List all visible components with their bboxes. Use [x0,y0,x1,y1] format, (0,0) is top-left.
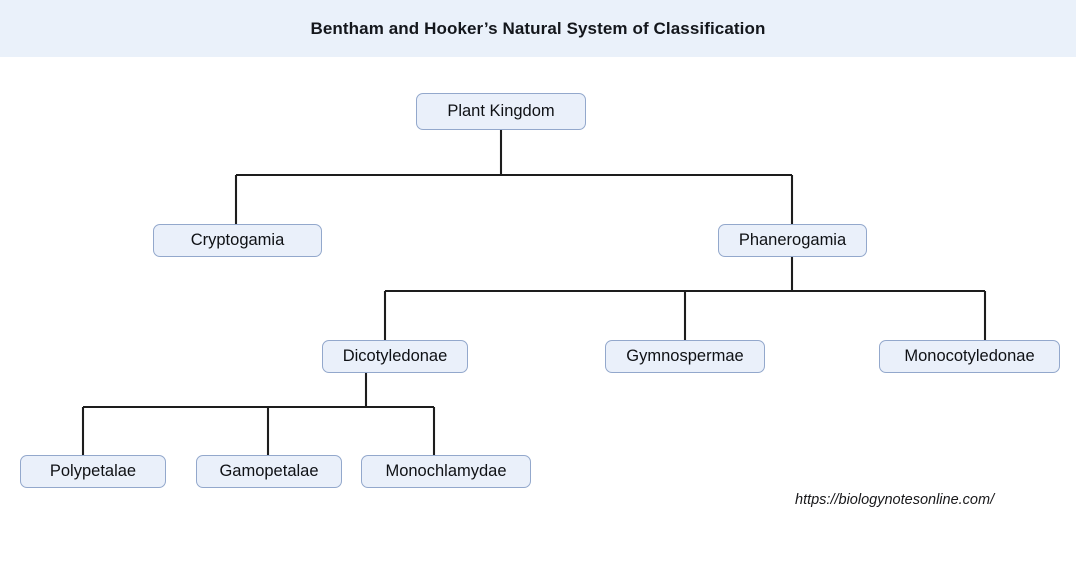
node-gymnospermae[interactable]: Gymnospermae [605,340,765,373]
page-title: Bentham and Hooker’s Natural System of C… [310,18,766,38]
node-gamopetalae[interactable]: Gamopetalae [196,455,342,488]
title-band [0,0,1076,57]
node-dicotyledonae[interactable]: Dicotyledonae [322,340,468,373]
node-polypetalae[interactable]: Polypetalae [20,455,166,488]
node-cryptogamia[interactable]: Cryptogamia [153,224,322,257]
node-phanerogamia[interactable]: Phanerogamia [718,224,867,257]
source-watermark: https://biologynotesonline.com/ [795,492,995,508]
node-monocotyledonae[interactable]: Monocotyledonae [879,340,1060,373]
node-monochlamydae[interactable]: Monochlamydae [361,455,531,488]
node-plant-kingdom[interactable]: Plant Kingdom [416,93,586,130]
